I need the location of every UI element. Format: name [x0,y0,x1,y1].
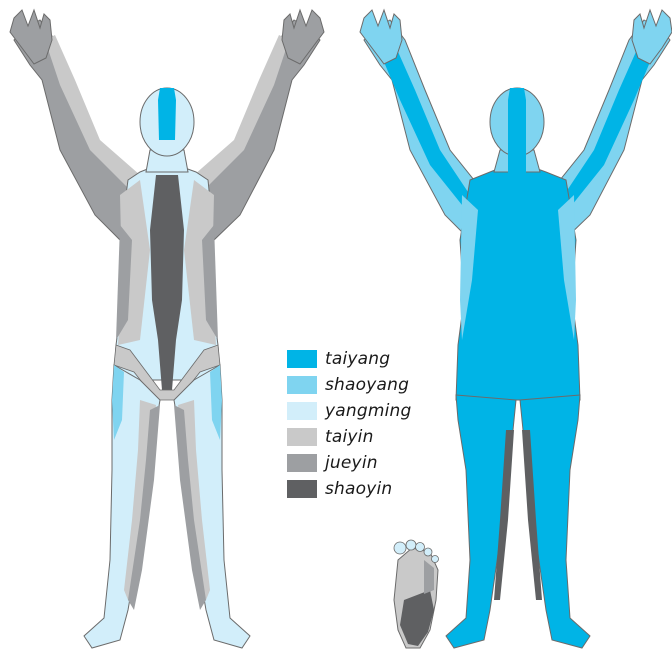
legend-swatch-jueyin [287,454,317,472]
legend-swatch-taiyin [287,428,317,446]
front-right-hand [282,10,324,64]
foot-toe-4 [424,548,432,556]
legend-swatch-taiyang [287,350,317,368]
legend-item-taiyang: taiyang [287,348,412,370]
legend: taiyang shaoyang yangming taiyin jueyin … [287,348,412,500]
foot-toe-5 [432,556,439,563]
foot-sole [394,540,439,648]
legend-item-jueyin: jueyin [287,452,412,474]
back-left-hand [360,10,402,64]
front-head-taiyang-stripe [158,88,176,140]
back-torso [456,168,580,400]
legend-label-jueyin: jueyin [325,453,378,473]
foot-toe-3 [416,543,425,552]
legend-swatch-shaoyin [287,480,317,498]
legend-label-taiyin: taiyin [325,427,374,447]
legend-label-taiyang: taiyang [325,349,390,369]
legend-item-shaoyang: shaoyang [287,374,412,396]
back-head-taiyang-stripe [508,88,526,175]
front-left-hand [10,10,52,64]
legend-item-yangming: yangming [287,400,412,422]
back-right-hand [632,10,672,64]
legend-swatch-yangming [287,402,317,420]
foot-toe-2 [406,540,416,550]
legend-label-shaoyin: shaoyin [325,479,392,499]
legend-label-shaoyang: shaoyang [325,375,409,395]
front-figure [10,10,324,648]
foot-toe-1 [394,542,406,554]
legend-item-taiyin: taiyin [287,426,412,448]
legend-label-yangming: yangming [325,401,412,421]
legend-item-shaoyin: shaoyin [287,478,412,500]
legend-swatch-shaoyang [287,376,317,394]
